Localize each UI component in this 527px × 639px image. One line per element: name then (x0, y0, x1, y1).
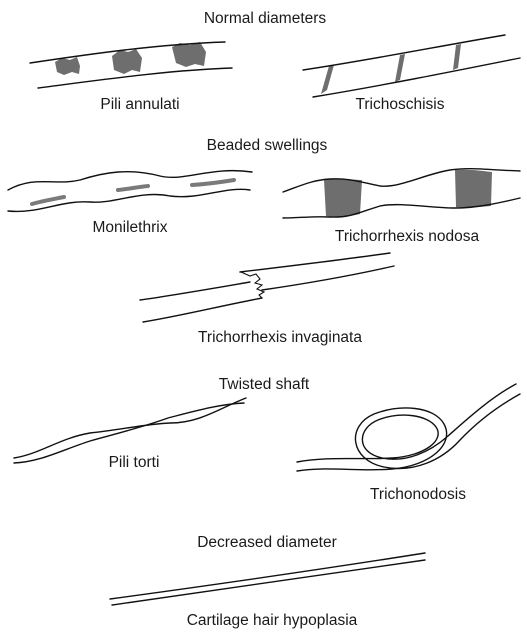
invaginata-distal-top (240, 253, 390, 272)
section-title-beaded-swellings: Beaded swellings (207, 137, 328, 154)
label-trichonodosis: Trichonodosis (370, 486, 466, 503)
trichorrhexis-invaginata-illustration (140, 253, 394, 322)
cartilage-hair-hypoplasia-edge-top (110, 553, 425, 599)
label-trichorrhexis-nodosa: Trichorrhexis nodosa (335, 228, 480, 245)
invaginata-distal-bottom (262, 266, 394, 290)
section-title-decreased-diameter: Decreased diameter (197, 534, 337, 551)
trichonodosis-illustration (297, 384, 520, 471)
trichonodosis-strand-outer (297, 384, 516, 462)
trichoschisis-band-2 (395, 54, 405, 82)
cartilage-hair-hypoplasia-edge-bottom (112, 560, 425, 605)
section-title-twisted-shaft: Twisted shaft (219, 376, 310, 393)
trichoschisis-band-3 (453, 44, 461, 70)
monilethrix-illustration (8, 171, 252, 212)
trichoschisis-edge-top (303, 35, 505, 70)
label-pili-annulati: Pili annulati (100, 96, 179, 113)
label-trichoschisis: Trichoschisis (356, 96, 445, 113)
monilethrix-node-2 (118, 186, 148, 190)
pili-annulati-band-3 (172, 42, 206, 67)
pili-annulati-band-1 (55, 57, 80, 75)
invaginata-socket-edge (241, 272, 264, 298)
invaginata-proximal-bottom (143, 298, 262, 322)
pili-annulati-illustration (30, 42, 232, 88)
trichorrhexis-nodosa-illustration (283, 169, 520, 218)
invaginata-proximal-top (140, 282, 250, 300)
trichorrhexis-nodosa-band-2 (455, 170, 492, 208)
section-title-normal-diameters: Normal diameters (204, 10, 327, 27)
monilethrix-node-3 (192, 180, 234, 185)
trichoschisis-illustration (303, 35, 520, 97)
cartilage-hair-hypoplasia-illustration (110, 553, 425, 605)
label-pili-torti: Pili torti (109, 454, 160, 471)
label-trichorrhexis-invaginata: Trichorrhexis invaginata (198, 329, 362, 346)
trichoschisis-band-1 (321, 65, 334, 94)
monilethrix-node-1 (32, 197, 64, 204)
pili-annulati-band-2 (112, 49, 142, 74)
label-monilethrix: Monilethrix (93, 219, 168, 236)
trichorrhexis-nodosa-band-1 (324, 179, 362, 217)
label-cartilage-hair-hypoplasia: Cartilage hair hypoplasia (187, 612, 358, 629)
